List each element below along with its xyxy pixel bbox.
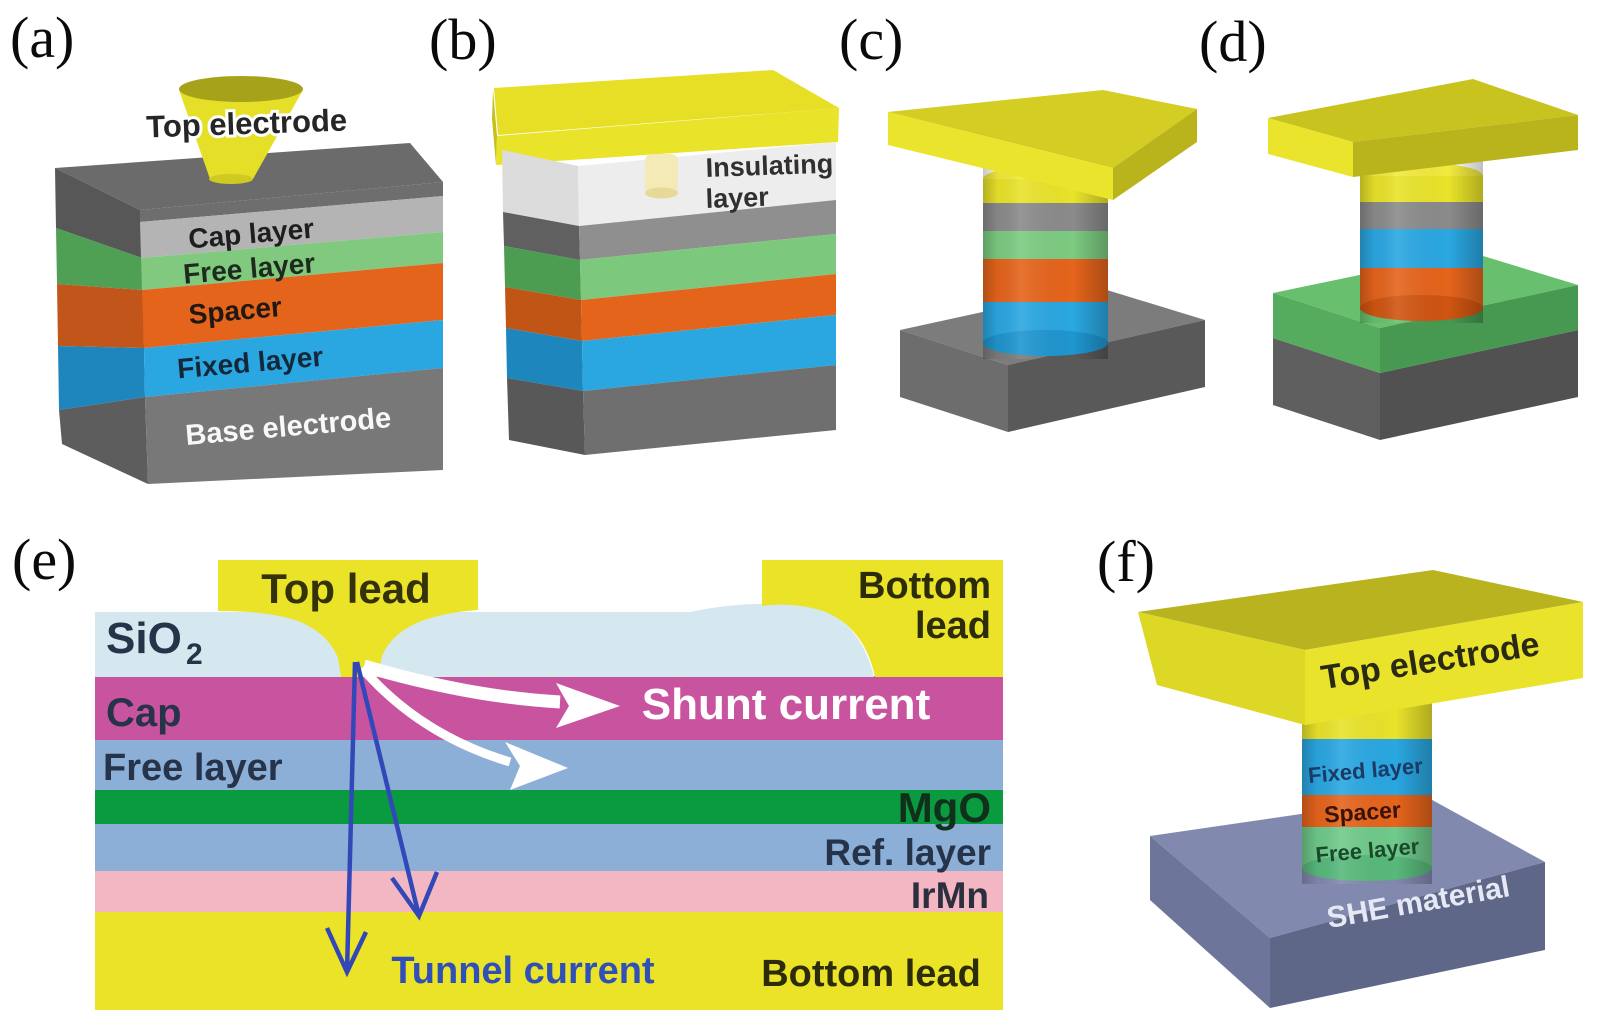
a-spacer-band xyxy=(142,263,443,348)
a-top-band xyxy=(140,182,443,222)
panel-f-tag: (f) xyxy=(1097,529,1155,594)
sio2-label: SiO xyxy=(106,614,182,663)
panel-d-tag: (d) xyxy=(1199,9,1267,74)
insulating-layer-label-1: Insulating xyxy=(705,149,833,183)
b-orange-band xyxy=(581,274,836,341)
e-sio2-layer xyxy=(95,603,874,677)
d-top-electrode-slab xyxy=(1268,79,1578,177)
b-insulating-band xyxy=(578,142,836,226)
mgo-label: MgO xyxy=(898,784,991,831)
e-cap-layer xyxy=(95,676,1003,740)
panel-a-left-face xyxy=(55,168,148,484)
cap-label: Cap xyxy=(106,691,182,735)
e-ref-layer xyxy=(95,824,1003,871)
insulating-plug xyxy=(645,154,678,199)
top-lead-label: Top lead xyxy=(261,565,431,612)
panel-a-front-face xyxy=(140,182,443,484)
bottom-lead-label: Bottom lead xyxy=(761,953,981,995)
panel-d: (d) xyxy=(1199,9,1578,440)
e-mgo-layer xyxy=(95,790,1003,824)
panel-c: (c) xyxy=(839,7,1205,432)
panel-e-tag: (e) xyxy=(12,527,76,592)
e-bottom-lead-layer xyxy=(95,912,1003,1010)
b-base-band xyxy=(583,365,836,455)
panel-b: (b) Insulating layer xyxy=(429,7,839,455)
shunt-current-label: Shunt current xyxy=(642,680,931,729)
a-free-band xyxy=(141,232,443,290)
b-top-electrode-top xyxy=(494,70,839,135)
e-irmn-layer xyxy=(95,871,1003,912)
d-gray-slab xyxy=(1273,330,1578,440)
top-electrode-cone xyxy=(179,76,303,184)
bottom-lead-top-label-1: Bottom xyxy=(858,565,991,607)
tunnel-current-label: Tunnel current xyxy=(391,950,655,992)
panel-a-tag: (a) xyxy=(10,5,74,70)
panel-b-left-face xyxy=(502,150,585,455)
f-spacer-label: Spacer xyxy=(1323,796,1401,827)
insulating-layer-label-2: layer xyxy=(705,182,770,214)
c-top-electrode-slab xyxy=(888,90,1197,200)
shunt-current-arrows xyxy=(358,659,620,790)
d-pillar xyxy=(1360,161,1483,323)
panel-c-tag: (c) xyxy=(839,7,903,72)
tunnel-current-arrows xyxy=(324,661,440,978)
c-pillar xyxy=(983,166,1108,359)
e-top-lead-block xyxy=(218,560,478,677)
sio2-label-sub: 2 xyxy=(186,638,203,671)
panel-f: (f) Top electrode Fixed layer Spacer Fre… xyxy=(1097,529,1583,1008)
a-fixed-band xyxy=(144,320,443,397)
free-layer-label-e: Free layer xyxy=(103,747,283,789)
b-gray-band xyxy=(579,200,836,260)
panel-e: (e) Top lead Bottom lead SiO xyxy=(12,527,1003,1010)
ref-layer-label: Ref. layer xyxy=(824,832,991,873)
a-base-band xyxy=(145,368,443,484)
a-cap-band xyxy=(140,196,443,258)
f-top-electrode-slab xyxy=(1138,570,1583,725)
e-bottom-lead-block xyxy=(762,560,1003,677)
b-top-electrode-left xyxy=(492,90,497,165)
panel-a: (a) Top electrode Cap layer Free l xyxy=(10,5,443,484)
bottom-lead-top-label-2: lead xyxy=(915,605,991,647)
b-top-electrode-front xyxy=(496,108,839,165)
panel-b-front-face xyxy=(578,142,836,455)
panel-b-tag: (b) xyxy=(429,7,497,72)
f-pillar xyxy=(1302,698,1432,884)
b-blue-band xyxy=(582,315,836,391)
irmn-label: IrMn xyxy=(911,875,989,916)
b-green-band xyxy=(580,234,836,300)
top-electrode-label: Top electrode xyxy=(146,103,348,145)
